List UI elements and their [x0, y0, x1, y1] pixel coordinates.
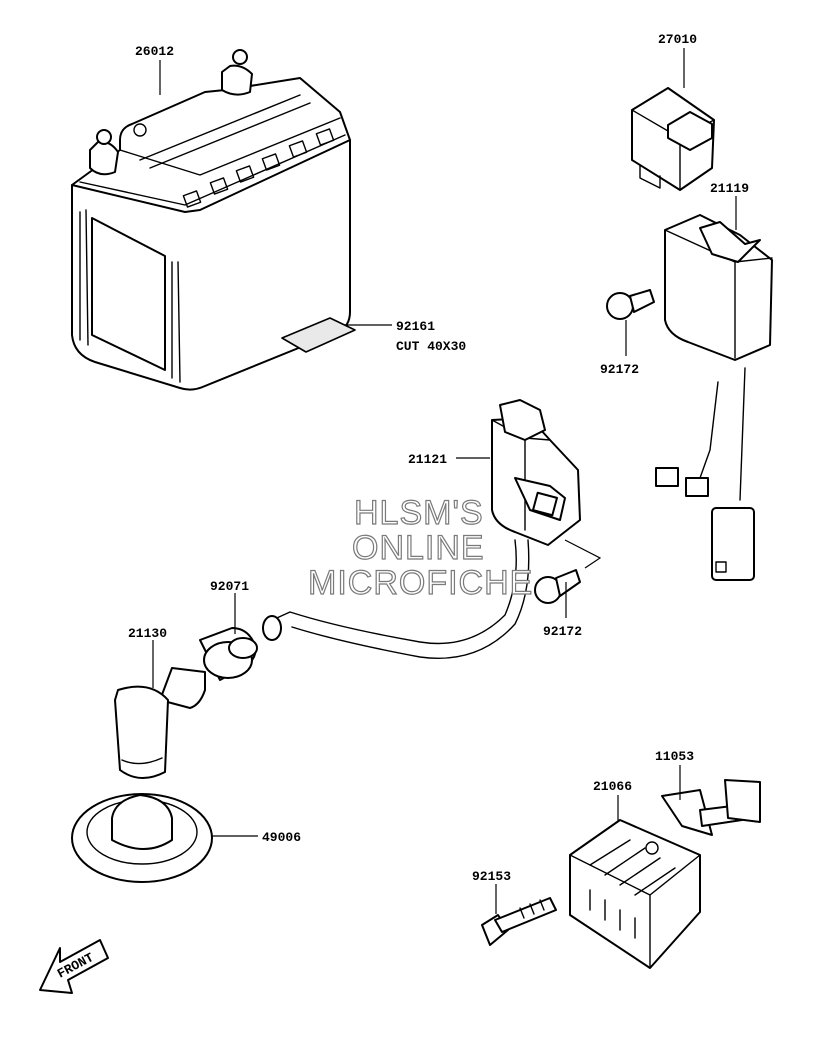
label-26012: 26012: [135, 44, 174, 59]
label-92153: 92153: [472, 869, 511, 884]
label-49006: 49006: [262, 830, 301, 845]
watermark-line-3: MICROFICHE: [308, 564, 533, 602]
label-92071: 92071: [210, 579, 249, 594]
plug-cover: [71, 793, 213, 883]
label-27010: 27010: [658, 32, 697, 47]
label-92172-lower: 92172: [543, 624, 582, 639]
part-labels: 26012 27010 21119 92161 CUT 40X30 92172 …: [128, 32, 749, 884]
relay: [631, 87, 715, 191]
watermark: HLSM'S ONLINE MICROFICHE: [307, 493, 533, 602]
label-21130: 21130: [128, 626, 167, 641]
regulator: [569, 819, 701, 969]
label-11053: 11053: [655, 749, 694, 764]
label-21066: 21066: [593, 779, 632, 794]
bracket: [661, 779, 761, 836]
label-92161: 92161: [396, 319, 435, 334]
screw-lower: [534, 569, 581, 604]
battery: [71, 49, 356, 391]
label-92172-upper: 92172: [600, 362, 639, 377]
label-21121: 21121: [408, 452, 447, 467]
bolt: [481, 897, 557, 946]
leader-lines: [152, 48, 737, 914]
label-21119: 21119: [710, 181, 749, 196]
screw-upper: [606, 289, 655, 320]
seal: [203, 637, 258, 679]
label-92161-note: CUT 40X30: [396, 339, 466, 354]
battery-cell-caps: [182, 128, 335, 208]
front-arrow: FRONT: [39, 939, 109, 994]
watermark-line-1: HLSM'S: [354, 494, 484, 532]
ignition-coil: [267, 399, 581, 659]
watermark-line-2: ONLINE: [352, 529, 485, 567]
igniter: [655, 214, 773, 581]
